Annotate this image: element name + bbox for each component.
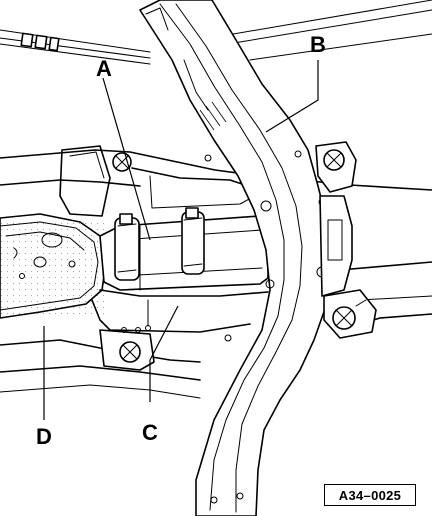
- right-mount: [315, 141, 377, 339]
- label-c: C: [142, 420, 158, 445]
- lower-bracket: [99, 325, 155, 371]
- leader-lines: [43, 60, 319, 420]
- upper-rods: [209, 0, 432, 61]
- fuel-tank-d: [0, 213, 107, 319]
- label-d: D: [36, 424, 52, 449]
- heat-shield-b: [139, 0, 331, 516]
- leader-a: [102, 77, 151, 241]
- figure-reference-code: A34–0025: [324, 484, 416, 506]
- label-b: B: [310, 32, 326, 57]
- label-a: A: [96, 56, 112, 81]
- leader-c: [149, 305, 179, 402]
- cable-assembly: [0, 29, 151, 65]
- exhaust-pipe-section: [91, 207, 269, 333]
- leader-b: [265, 60, 319, 133]
